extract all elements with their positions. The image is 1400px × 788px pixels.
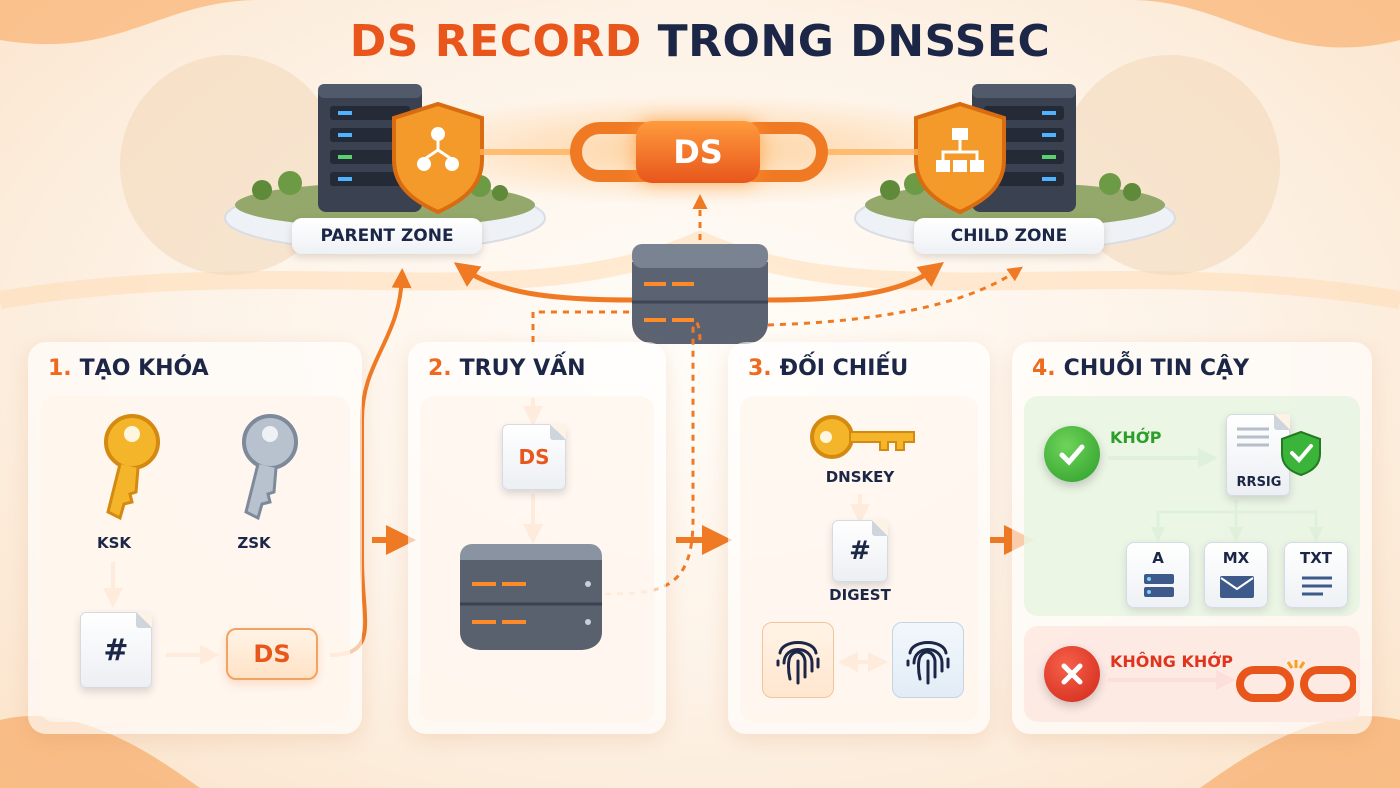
parent-zone-label: PARENT ZONE — [292, 218, 482, 254]
text-lines-icon — [1302, 576, 1332, 596]
record-txt-box: TXT — [1284, 542, 1348, 608]
dnskey-label: DNSKEY — [825, 468, 895, 486]
step-3-number: 3. — [748, 356, 772, 381]
step-1-title: TẠO KHÓA — [79, 356, 209, 381]
nomatch-label: KHÔNG KHỚP — [1110, 652, 1233, 671]
broken-chain-icon — [1236, 660, 1356, 702]
page-title: DS RECORD TRONG DNSSEC — [0, 16, 1400, 67]
rrsig-label: RRSIG — [1236, 475, 1282, 490]
hash-document-icon: # — [80, 612, 152, 688]
record-a-label: A — [1152, 549, 1164, 567]
step-2-number: 2. — [428, 356, 452, 381]
dnskey-key-icon — [810, 415, 915, 459]
step-3-heading: 3. ĐỐI CHIẾU — [748, 356, 908, 381]
zsk-key-icon — [242, 414, 298, 521]
digest-hash-icon: # — [832, 520, 888, 582]
ds-document-icon: DS — [502, 424, 566, 490]
record-mx-label: MX — [1222, 549, 1250, 567]
child-shield-icon — [914, 101, 1006, 215]
step-4-heading: 4. CHUỖI TIN CẬY — [1032, 356, 1249, 381]
step-4-title: CHUỖI TIN CẬY — [1063, 356, 1250, 381]
step-3-title: ĐỐI CHIẾU — [779, 356, 909, 381]
digest-label: DIGEST — [829, 586, 891, 604]
fingerprint-box-ds — [762, 622, 834, 698]
record-txt-label: TXT — [1299, 549, 1333, 567]
ds-link-badge: DS — [636, 121, 760, 183]
title-part-1: DS RECORD — [349, 16, 642, 67]
record-mx-box: MX — [1204, 542, 1268, 608]
record-a-box: A — [1126, 542, 1190, 608]
server-small-icon — [1144, 574, 1174, 597]
ksk-label: KSK — [96, 534, 132, 552]
parent-shield-icon — [392, 101, 484, 215]
match-label: KHỚP — [1110, 428, 1162, 447]
ksk-key-icon — [104, 414, 160, 521]
step-1-heading: 1. TẠO KHÓA — [48, 356, 209, 381]
nomatch-x-icon — [1044, 646, 1100, 702]
fingerprint-box-dnskey — [892, 622, 964, 698]
fingerprint-icon — [906, 641, 950, 685]
step-4-number: 4. — [1032, 356, 1056, 381]
mail-icon — [1220, 576, 1254, 598]
fingerprint-icon — [776, 641, 820, 685]
rrsig-document-icon: RRSIG — [1226, 414, 1290, 496]
step-2-panel: 2. TRUY VẤN — [408, 342, 666, 734]
verified-shield-icon — [1281, 430, 1321, 476]
query-server-icon — [460, 544, 602, 650]
match-check-icon — [1044, 426, 1100, 482]
step-1-number: 1. — [48, 356, 72, 381]
resolver-server-icon — [632, 244, 768, 344]
title-part-2: TRONG DNSSEC — [657, 16, 1051, 67]
ds-record-tag: DS — [226, 628, 318, 680]
step-2-title: TRUY VẤN — [459, 356, 586, 381]
step-2-heading: 2. TRUY VẤN — [428, 356, 586, 381]
document-lines-icon — [1237, 427, 1269, 447]
child-zone-label: CHILD ZONE — [914, 218, 1104, 254]
zsk-label: ZSK — [237, 534, 271, 552]
